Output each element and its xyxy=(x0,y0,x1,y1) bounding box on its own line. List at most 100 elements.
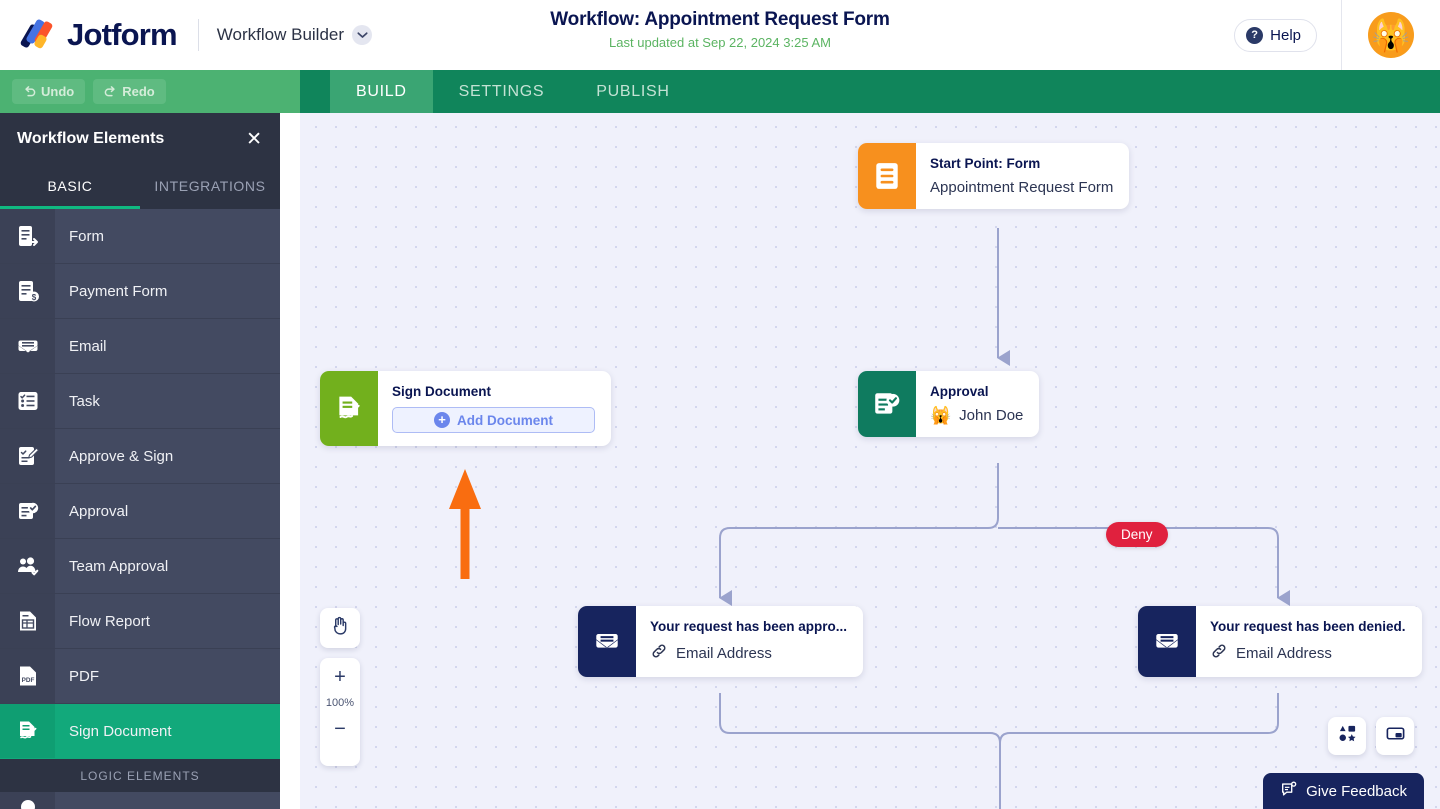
sidebar-item-team-approval[interactable]: Team Approval xyxy=(0,539,280,594)
undo-button[interactable]: Undo xyxy=(12,79,86,104)
zoom-level-label: 100% xyxy=(325,697,355,709)
sidebar-item-approve-sign[interactable]: Approve & Sign xyxy=(0,429,280,484)
tab-settings[interactable]: SETTINGS xyxy=(458,82,545,100)
assignee-name: John Doe xyxy=(959,407,1024,424)
undo-icon xyxy=(25,86,36,97)
avatar-divider xyxy=(1341,0,1342,70)
sidebar-item-payment-form[interactable]: $ Payment Form xyxy=(0,264,280,319)
minimap-button[interactable] xyxy=(1376,717,1414,755)
undo-label: Undo xyxy=(41,84,75,99)
node-title: Your request has been appro... xyxy=(650,619,848,634)
node-title: Sign Document xyxy=(392,384,492,399)
feedback-icon xyxy=(1280,780,1298,802)
sidebar-item-task[interactable]: Task xyxy=(0,374,280,429)
node-email-approved[interactable]: Your request has been appro... Email Add… xyxy=(578,606,864,677)
sidebar-item-label: Payment Form xyxy=(69,282,168,300)
sidebar-item-label: Sign Document xyxy=(69,722,172,740)
build-toolbar: Undo Redo BUILD SETTINGS PUBLISH xyxy=(0,70,1440,113)
approval-check-icon xyxy=(858,371,916,437)
approve-sign-icon xyxy=(0,429,55,483)
help-button-label: Help xyxy=(1270,26,1301,44)
link-icon xyxy=(1210,642,1228,664)
node-recipient: Email Address xyxy=(650,642,847,664)
tab-integrations[interactable]: INTEGRATIONS xyxy=(154,177,266,194)
sidebar-item-label: Form xyxy=(69,227,104,245)
jotform-logo-icon xyxy=(19,18,56,52)
sidebar-group-logic-elements: LOGIC ELEMENTS xyxy=(0,759,280,792)
node-start-point[interactable]: Start Point: Form Appointment Request Fo… xyxy=(858,143,1130,209)
tab-basic[interactable]: BASIC xyxy=(0,165,140,209)
avatar[interactable]: 🙀 xyxy=(1368,12,1414,58)
hand-tool-button[interactable] xyxy=(320,608,360,648)
help-button[interactable]: ? Help xyxy=(1234,18,1317,52)
sidebar-title: Workflow Elements xyxy=(17,130,165,147)
add-document-label: Add Document xyxy=(457,412,553,428)
email-icon xyxy=(0,319,55,373)
sign-document-icon xyxy=(0,704,55,758)
node-approval[interactable]: Approval 🙀 John Doe xyxy=(858,371,1040,437)
main-tabs: BUILD SETTINGS PUBLISH xyxy=(330,70,696,113)
close-icon[interactable]: ✕ xyxy=(246,128,262,150)
sidebar-item-pdf[interactable]: PDF PDF xyxy=(0,649,280,704)
workflow-connectors xyxy=(719,228,1290,809)
zoom-in-button[interactable]: + xyxy=(334,665,346,688)
status-badge-deny[interactable]: Deny xyxy=(1106,522,1168,547)
team-approval-icon xyxy=(0,539,55,593)
zoom-controls: + 100% − xyxy=(320,658,360,766)
sidebar-item-form[interactable]: Form xyxy=(0,209,280,264)
top-header: Jotform Workflow Builder Workflow: Appoi… xyxy=(0,0,1440,70)
chevron-down-icon[interactable] xyxy=(352,25,373,45)
form-lines-icon xyxy=(858,143,916,209)
sidebar-item-label: Email xyxy=(69,337,107,355)
node-title: Start Point: Form xyxy=(930,156,1041,171)
brand-name: Jotform xyxy=(67,17,178,52)
sidebar-item-label: Task xyxy=(69,392,100,410)
workflow-elements-sidebar: Workflow Elements ✕ BASIC INTEGRATIONS F… xyxy=(0,113,280,809)
sidebar-header: Workflow Elements ✕ xyxy=(0,113,280,165)
svg-text:PDF: PDF xyxy=(21,677,34,684)
sidebar-item-label: Team Approval xyxy=(69,557,169,575)
assignee-avatar-emoji: 🙀 xyxy=(930,406,952,425)
hand-icon xyxy=(330,615,351,641)
zoom-out-button[interactable]: − xyxy=(334,717,346,740)
link-icon xyxy=(650,642,668,664)
sidebar-item-label: Flow Report xyxy=(69,612,150,630)
tab-publish[interactable]: PUBLISH xyxy=(596,82,670,100)
undo-redo-zone: Undo Redo xyxy=(0,70,300,113)
shapes-icon xyxy=(1338,724,1357,748)
sidebar-item-label: Approval xyxy=(69,502,129,520)
shapes-button[interactable] xyxy=(1328,717,1366,755)
sidebar-item-approval[interactable]: Approval xyxy=(0,484,280,539)
condition-icon xyxy=(0,792,55,809)
header-divider xyxy=(197,19,199,51)
svg-text:$: $ xyxy=(31,293,36,302)
tab-build[interactable]: BUILD xyxy=(330,70,433,113)
question-mark-icon: ? xyxy=(1246,26,1264,44)
task-icon xyxy=(0,374,55,428)
redo-button[interactable]: Redo xyxy=(93,79,166,104)
avatar-emoji: 🙀 xyxy=(1371,17,1411,53)
add-document-button[interactable]: + Add Document xyxy=(392,407,595,433)
canvas-bottom-right-controls xyxy=(1328,717,1414,755)
sidebar-tabs: BASIC INTEGRATIONS xyxy=(0,165,280,209)
node-recipient: Email Address xyxy=(1210,642,1406,664)
node-sign-document[interactable]: Sign Document + Add Document xyxy=(320,371,611,446)
give-feedback-button[interactable]: Give Feedback xyxy=(1263,773,1424,809)
sidebar-item-sign-document[interactable]: Sign Document xyxy=(0,704,280,759)
give-feedback-label: Give Feedback xyxy=(1306,782,1407,800)
product-label: Workflow Builder xyxy=(216,25,345,44)
pdf-icon: PDF xyxy=(0,649,55,703)
node-title: Approval xyxy=(930,384,989,399)
node-email-denied[interactable]: Your request has been denied. Email Addr… xyxy=(1138,606,1422,677)
brand-area[interactable]: Jotform Workflow Builder xyxy=(0,17,373,53)
node-subtitle: Appointment Request Form xyxy=(930,179,1114,196)
workflow-canvas[interactable]: Start Point: Form Appointment Request Fo… xyxy=(300,113,1440,809)
sidebar-item-email[interactable]: Email xyxy=(0,319,280,374)
sidebar-item-partial[interactable] xyxy=(0,792,280,809)
envelope-icon xyxy=(578,606,636,677)
sidebar-item-flow-report[interactable]: Flow Report xyxy=(0,594,280,649)
sidebar-item-label: PDF xyxy=(69,667,99,685)
envelope-icon xyxy=(1138,606,1196,677)
plus-icon: + xyxy=(434,412,450,428)
header-right: ? Help 🙀 xyxy=(1234,0,1440,70)
